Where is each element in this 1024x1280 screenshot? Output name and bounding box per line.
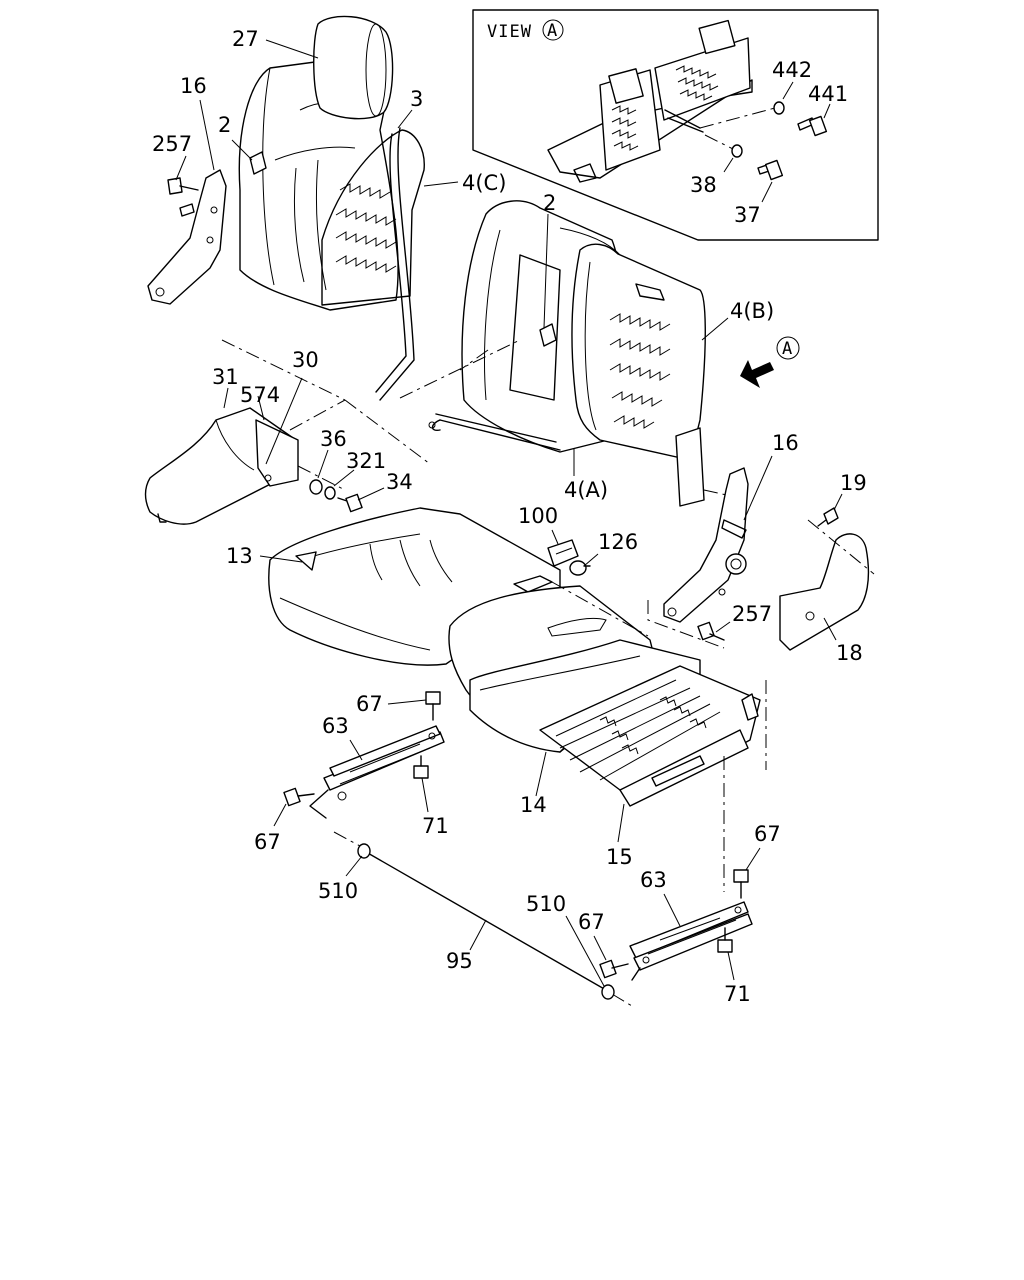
label-31: 31 [212, 365, 239, 389]
label-510-right: 510 [526, 892, 566, 916]
label-257-left: 257 [152, 132, 192, 156]
label-126: 126 [598, 530, 638, 554]
bolt-441-icon [797, 115, 828, 137]
view-seat-rear [547, 19, 776, 183]
label-257-right: 257 [732, 602, 772, 626]
label-4b: 4(B) [730, 299, 774, 323]
label-4a: 4(A) [564, 478, 608, 502]
bolt-67-d-icon [599, 959, 629, 979]
label-63-right: 63 [640, 868, 667, 892]
leader-lines [175, 39, 843, 987]
direction-marker: A [782, 339, 793, 359]
bolt-257-left-icon [167, 177, 199, 195]
view-marker: A [547, 21, 558, 41]
label-95: 95 [446, 949, 473, 973]
bolt-257-right-icon [697, 621, 725, 641]
bolt-71-right-icon [717, 927, 733, 953]
label-18: 18 [836, 641, 863, 665]
label-2-right: 2 [543, 191, 556, 215]
part-labels: 27 16 2 3 257 4(C) 2 4(B) 30 31 574 36 3… [152, 27, 867, 1006]
label-15: 15 [606, 845, 633, 869]
washer-36-icon [309, 479, 323, 495]
label-67-c: 67 [754, 822, 781, 846]
right-hinge-bracket [663, 467, 749, 623]
label-19: 19 [840, 471, 867, 495]
seat-frame [539, 665, 761, 807]
label-71-left: 71 [422, 814, 449, 838]
washer-510-left-icon [357, 843, 371, 859]
label-16-left: 16 [180, 74, 207, 98]
clip-100-icon [547, 539, 579, 567]
label-34: 34 [386, 470, 413, 494]
label-442: 442 [772, 58, 812, 82]
clip-2-right-icon [539, 323, 557, 347]
view-title: VIEW [487, 22, 532, 42]
bolt-34-icon [337, 493, 363, 513]
label-16-right: 16 [772, 431, 799, 455]
bolt-67-b-icon [283, 787, 315, 807]
label-441: 441 [808, 82, 848, 106]
screw-19-icon [817, 507, 839, 527]
view-direction-arrow: A [740, 336, 800, 388]
label-100: 100 [518, 504, 558, 528]
right-seat-rail [629, 901, 753, 981]
bolt-71-left-icon [413, 755, 429, 779]
label-510-left: 510 [318, 879, 358, 903]
label-3: 3 [410, 87, 423, 111]
label-71-right: 71 [724, 982, 751, 1006]
label-67-d: 67 [578, 910, 605, 934]
label-13: 13 [226, 544, 253, 568]
view-a-inset: VIEW A 442 441 38 [472, 9, 879, 241]
bolt-37-icon [757, 159, 784, 181]
left-seatback [238, 15, 425, 401]
label-67-a: 67 [356, 692, 383, 716]
label-2-left: 2 [218, 113, 231, 137]
label-30: 30 [292, 348, 319, 372]
label-4c: 4(C) [462, 171, 506, 195]
washer-510-right-icon [601, 984, 615, 1000]
right-seatback [428, 200, 706, 507]
hinge-cover [779, 533, 870, 651]
label-37: 37 [734, 203, 761, 227]
label-38: 38 [690, 173, 717, 197]
armrest [144, 407, 299, 525]
label-63-left: 63 [322, 714, 349, 738]
label-27: 27 [232, 27, 259, 51]
bolt-67-a-icon [425, 691, 441, 721]
left-seat-rail [309, 725, 445, 819]
washer-38-icon [731, 144, 743, 158]
bolt-67-c-icon [733, 869, 749, 899]
label-574: 574 [240, 383, 280, 407]
label-67-b: 67 [254, 830, 281, 854]
label-321: 321 [346, 449, 386, 473]
label-14: 14 [520, 793, 547, 817]
pin-126-icon [569, 560, 591, 576]
view-marker-circle [542, 19, 564, 41]
left-hinge-bracket [147, 169, 227, 305]
clip-2-left-icon [249, 151, 267, 175]
washer-321-icon [324, 486, 336, 500]
label-36: 36 [320, 427, 347, 451]
washer-442-icon [773, 101, 785, 115]
